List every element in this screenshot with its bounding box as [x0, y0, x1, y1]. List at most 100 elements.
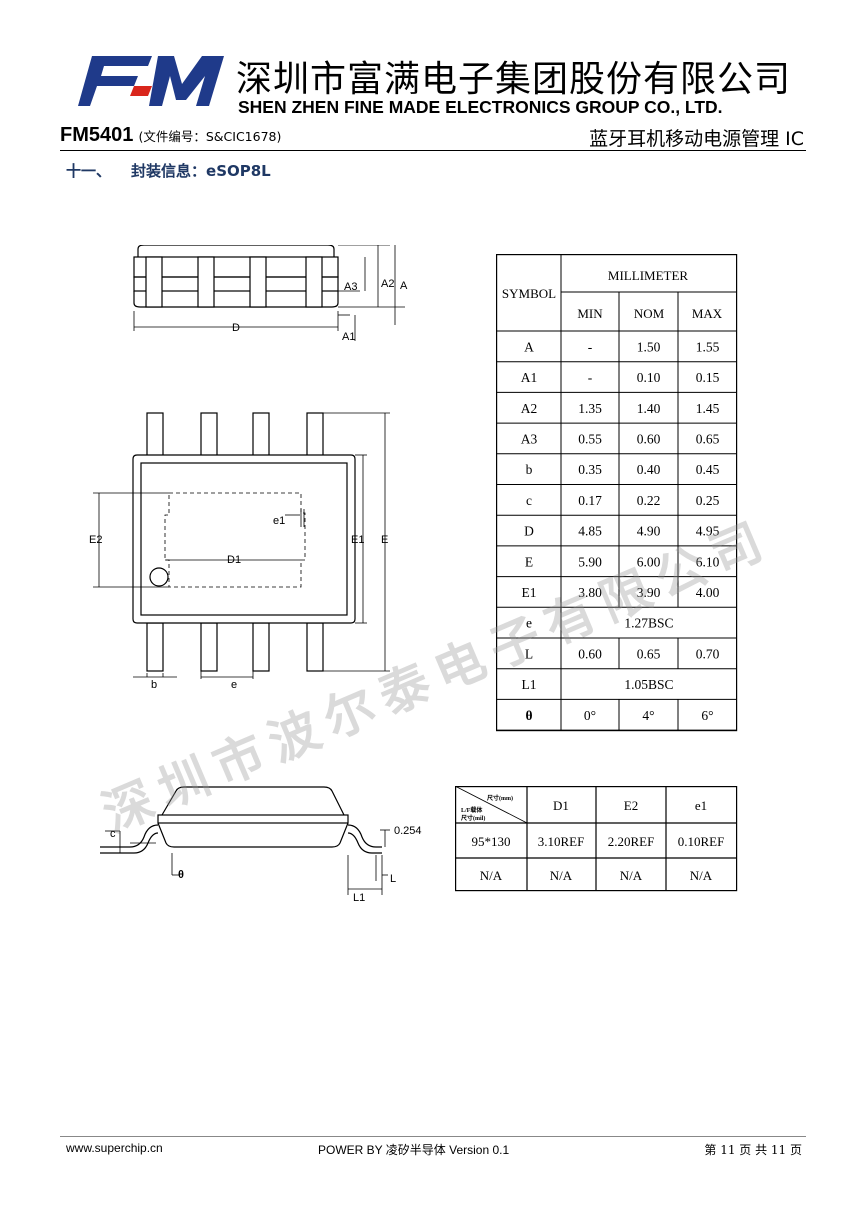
dim-label-a: A	[400, 280, 408, 292]
corner-bottom: 尺寸(mil)	[461, 814, 485, 822]
dim-value-cell: 4.95	[696, 524, 720, 539]
dim-symbol-cell: L	[525, 646, 533, 661]
pad-size-table: 尺寸(mm) L/F载体 尺寸(mil) D1 E2 e1 95*130 3.10…	[455, 786, 738, 892]
dim-value-cell: 3.80	[578, 585, 602, 600]
dim-value-cell: 1.45	[696, 401, 720, 416]
dim-value-cell: 0°	[584, 708, 596, 723]
document-number: (文件编号：S&CIC1678)	[138, 129, 282, 144]
dim-value-cell: 1.05BSC	[624, 677, 673, 692]
footer-divider	[60, 1136, 806, 1137]
dim-value-cell: 0.60	[578, 646, 602, 661]
side-view-drawing: A3 A2 A D A1	[133, 245, 408, 343]
dim-label-l: L	[390, 873, 396, 885]
company-logo	[78, 56, 224, 106]
pad-table-cell: 0.10REF	[678, 834, 725, 849]
dim-value-cell: 6.00	[637, 554, 661, 569]
dim-value-cell: 1.55	[696, 339, 720, 354]
section-heading: 十一、 封装信息：eSOP8L	[66, 160, 291, 181]
dim-value-cell: 6°	[701, 708, 713, 723]
dim-label-e1-small: e1	[273, 515, 285, 527]
dim-value-cell: 0.40	[637, 462, 661, 477]
pad-col-e1: e1	[695, 798, 707, 813]
dim-value-cell: 5.90	[578, 554, 602, 569]
dim-symbol-cell: A3	[521, 431, 538, 446]
part-number: FM5401	[60, 124, 134, 146]
pad-table-cell: 95*130	[472, 834, 511, 849]
dim-label-e1: E1	[351, 534, 364, 546]
dim-value-cell: 0.65	[637, 646, 661, 661]
dim-value-cell: 0.70	[696, 646, 720, 661]
dim-value-cell: 4.90	[637, 524, 661, 539]
dim-symbol-cell: L1	[522, 677, 537, 692]
dim-symbol-cell: E1	[522, 585, 537, 600]
dim-symbol-cell: c	[526, 493, 532, 508]
dim-symbol-cell: A1	[521, 370, 538, 385]
pad-table-cell: N/A	[620, 868, 643, 883]
pad-col-d1: D1	[553, 798, 569, 813]
dim-label-a1: A1	[342, 331, 355, 343]
pad-col-e2: E2	[624, 798, 638, 813]
dim-value-cell: 0.60	[637, 431, 661, 446]
dim-label-d1: D1	[227, 554, 241, 566]
dim-value-cell: 0.55	[578, 431, 602, 446]
footer-power-by: POWER BY 凌矽半导体 Version 0.1	[318, 1143, 510, 1157]
pad-table-cell: 2.20REF	[608, 834, 655, 849]
dim-symbol-cell: D	[524, 524, 534, 539]
part-line: FM5401 (文件编号：S&CIC1678)	[60, 124, 281, 147]
dim-value-cell: 4°	[642, 708, 654, 723]
dim-symbol-cell: A2	[521, 401, 538, 416]
corner-mid: L/F载体	[461, 806, 483, 814]
dim-label-l1: L1	[353, 892, 365, 904]
dim-value-cell: 3.90	[637, 585, 661, 600]
profile-drawing: c θ 0.254 L L1	[100, 786, 422, 904]
dim-value-cell: 1.40	[637, 401, 661, 416]
dim-label-a2: A2	[381, 278, 394, 290]
pad-table-cell: N/A	[480, 868, 503, 883]
unit-header: MILLIMETER	[608, 268, 688, 283]
dim-value-cell: 0.10	[637, 370, 661, 385]
dim-label-c: c	[110, 828, 116, 840]
header-divider	[60, 150, 806, 151]
company-name-cn: 深圳市富满电子集团股份有限公司	[236, 59, 792, 100]
dim-value-cell: -	[588, 370, 593, 385]
dim-symbol-cell: θ	[525, 708, 532, 723]
dim-value-cell: -	[588, 339, 593, 354]
dim-label-theta: θ	[178, 869, 184, 881]
dim-value-cell: 0.25	[696, 493, 720, 508]
dim-value-cell: 0.35	[578, 462, 602, 477]
footer-page-number: 第 11 页 共 11 页	[704, 1143, 802, 1157]
dim-label-pitch: e	[231, 679, 237, 690]
col-header-min: MIN	[577, 306, 603, 321]
dim-label-d: D	[232, 322, 240, 334]
dim-symbol-cell: e	[526, 616, 532, 631]
symbol-header: SYMBOL	[502, 286, 556, 301]
dim-label-b: b	[151, 679, 157, 690]
dim-value-cell: 1.27BSC	[624, 616, 673, 631]
dim-symbol-cell: E	[525, 554, 533, 569]
dim-value-cell: 0.22	[637, 493, 661, 508]
dim-value-cell: 0.15	[696, 370, 720, 385]
dim-value-cell: 0.17	[578, 493, 602, 508]
pad-table-cell: 3.10REF	[538, 834, 585, 849]
pad-table-cell: N/A	[550, 868, 573, 883]
dim-value-cell: 1.35	[578, 401, 602, 416]
dim-label-e: E	[381, 534, 388, 546]
dim-value-cell: 4.00	[696, 585, 720, 600]
dim-label-a3: A3	[344, 281, 357, 293]
section-title: 封装信息：eSOP8L	[131, 162, 271, 180]
footer-website: www.superchip.cn	[66, 1141, 163, 1155]
top-view-drawing: E2 e1 D1 E1 E b e	[89, 412, 390, 690]
dim-value-cell: 0.65	[696, 431, 720, 446]
dim-symbol-cell: A	[524, 339, 534, 354]
corner-top: 尺寸(mm)	[487, 794, 513, 802]
dim-value-cell: 1.50	[637, 339, 661, 354]
dim-value-cell: 6.10	[696, 554, 720, 569]
dim-value-cell: 4.85	[578, 524, 602, 539]
dim-label-0254: 0.254	[394, 825, 422, 837]
product-title: 蓝牙耳机移动电源管理 IC	[589, 128, 804, 150]
col-header-nom: NOM	[634, 306, 665, 321]
section-number: 十一、	[66, 162, 112, 180]
dim-symbol-cell: b	[526, 462, 533, 477]
dim-label-e2: E2	[89, 534, 102, 546]
pad-table-cell: N/A	[690, 868, 713, 883]
